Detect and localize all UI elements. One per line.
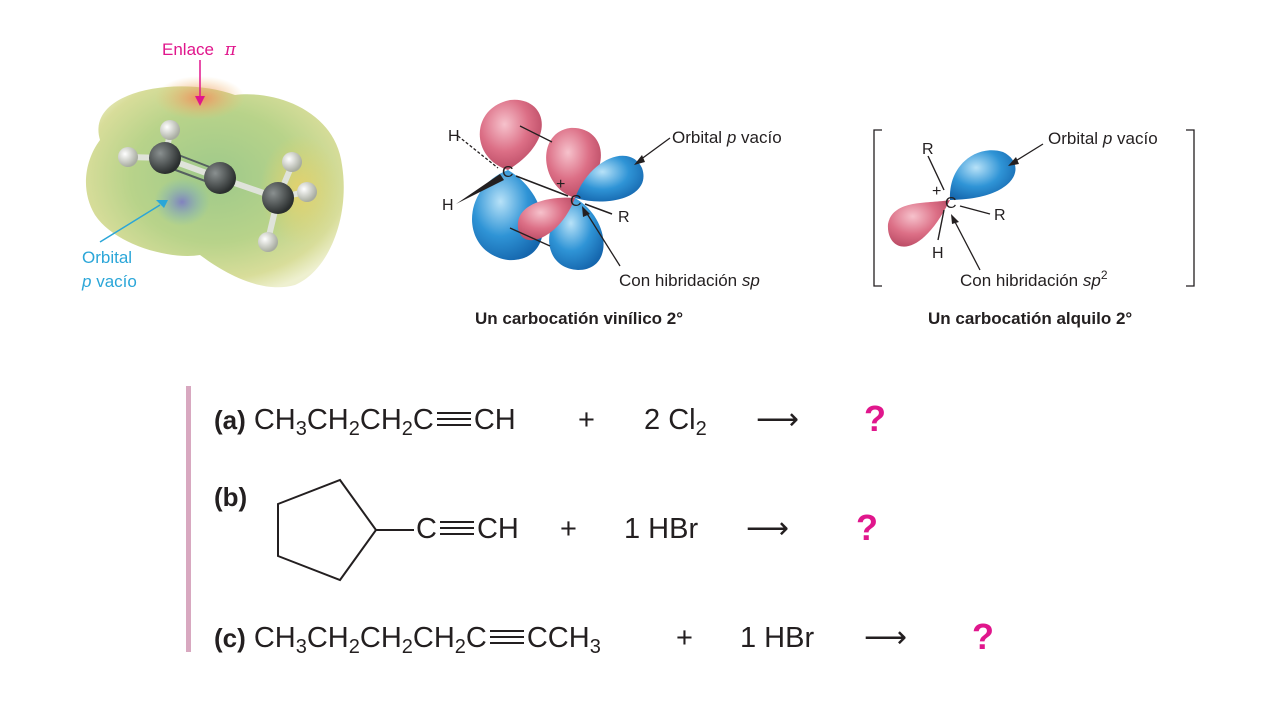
lobe-blue-empty-p [949,150,1016,200]
vinylic-carbocation-diagram: H H C C + R Orbital p vacío Con hibridac… [442,99,782,328]
reaction-c-tag: (c) [214,623,246,653]
pi-bond-label: Enlace π [162,40,236,60]
cyclopentyl-ring [277,478,414,582]
atom-c: C [945,195,957,212]
electrostatic-map-figure [85,60,344,288]
reaction-a-plus: + [578,404,595,436]
triple-bond [434,404,474,434]
reaction-a-tag: (a) [214,405,246,435]
pi-bond-text: Enlace [162,40,214,59]
atom-r-right: R [994,207,1006,224]
lobe-red-lower-left [517,197,575,241]
reaction-b-plus: + [560,513,577,545]
vinylic-caption: Un carbocatión vinílico 2° [475,309,683,328]
plus-charge: + [932,183,941,200]
reaction-a-arrow: ⟶ [756,403,800,436]
empty-p-orbital-label: Orbital p vacío [82,246,137,294]
sp-hybrid-callout: Con hibridación sp [619,271,760,290]
reaction-c-arrow: ⟶ [864,621,908,654]
reaction-a-product-unknown: ? [864,398,886,439]
reaction-c-reagent: 1 HBr [740,622,815,654]
reaction-a-reagent: 2 Cl2 [644,404,707,440]
triple-bond [487,622,527,652]
atom-r-top: R [922,141,934,158]
atom-h-bottom: H [442,197,454,214]
reaction-b-product-unknown: ? [856,507,878,548]
orbital-label-line1: Orbital [82,248,133,267]
lobe-red-empty-p [887,200,950,247]
triple-bond [437,513,477,543]
lobe-blue-empty-p [575,155,644,202]
alkyl-carbocation-diagram: R + C R H Orbital p vacío Con hibridació… [873,129,1195,328]
atom-h: H [932,245,944,262]
orbital-label-vacio: vacío [96,272,137,291]
pi-symbol: π [224,40,236,60]
orbital-label-p: p [82,272,92,291]
sp2-hybrid-callout: Con hibridación sp2 [960,268,1108,290]
lobe-red-left-top [479,99,542,170]
reaction-c-product-unknown: ? [972,616,994,657]
plus-charge: + [556,176,565,193]
reaction-c-plus: + [676,622,693,654]
accent-bar [186,386,191,652]
empty-p-orbital-callout: Orbital p vacío [672,128,782,147]
reaction-b-reagent: 1 HBr [624,513,699,545]
atom-r: R [618,209,630,226]
atom-c-left: C [502,164,514,181]
reaction-b-tag: (b) [214,482,248,512]
atom-c-right: C [570,193,582,210]
atom-h-top: H [448,128,460,145]
empty-p-orbital-callout: Orbital p vacío [1048,129,1158,148]
alkyl-caption: Un carbocatión alquilo 2° [928,309,1132,328]
reaction-b-arrow: ⟶ [746,512,790,545]
